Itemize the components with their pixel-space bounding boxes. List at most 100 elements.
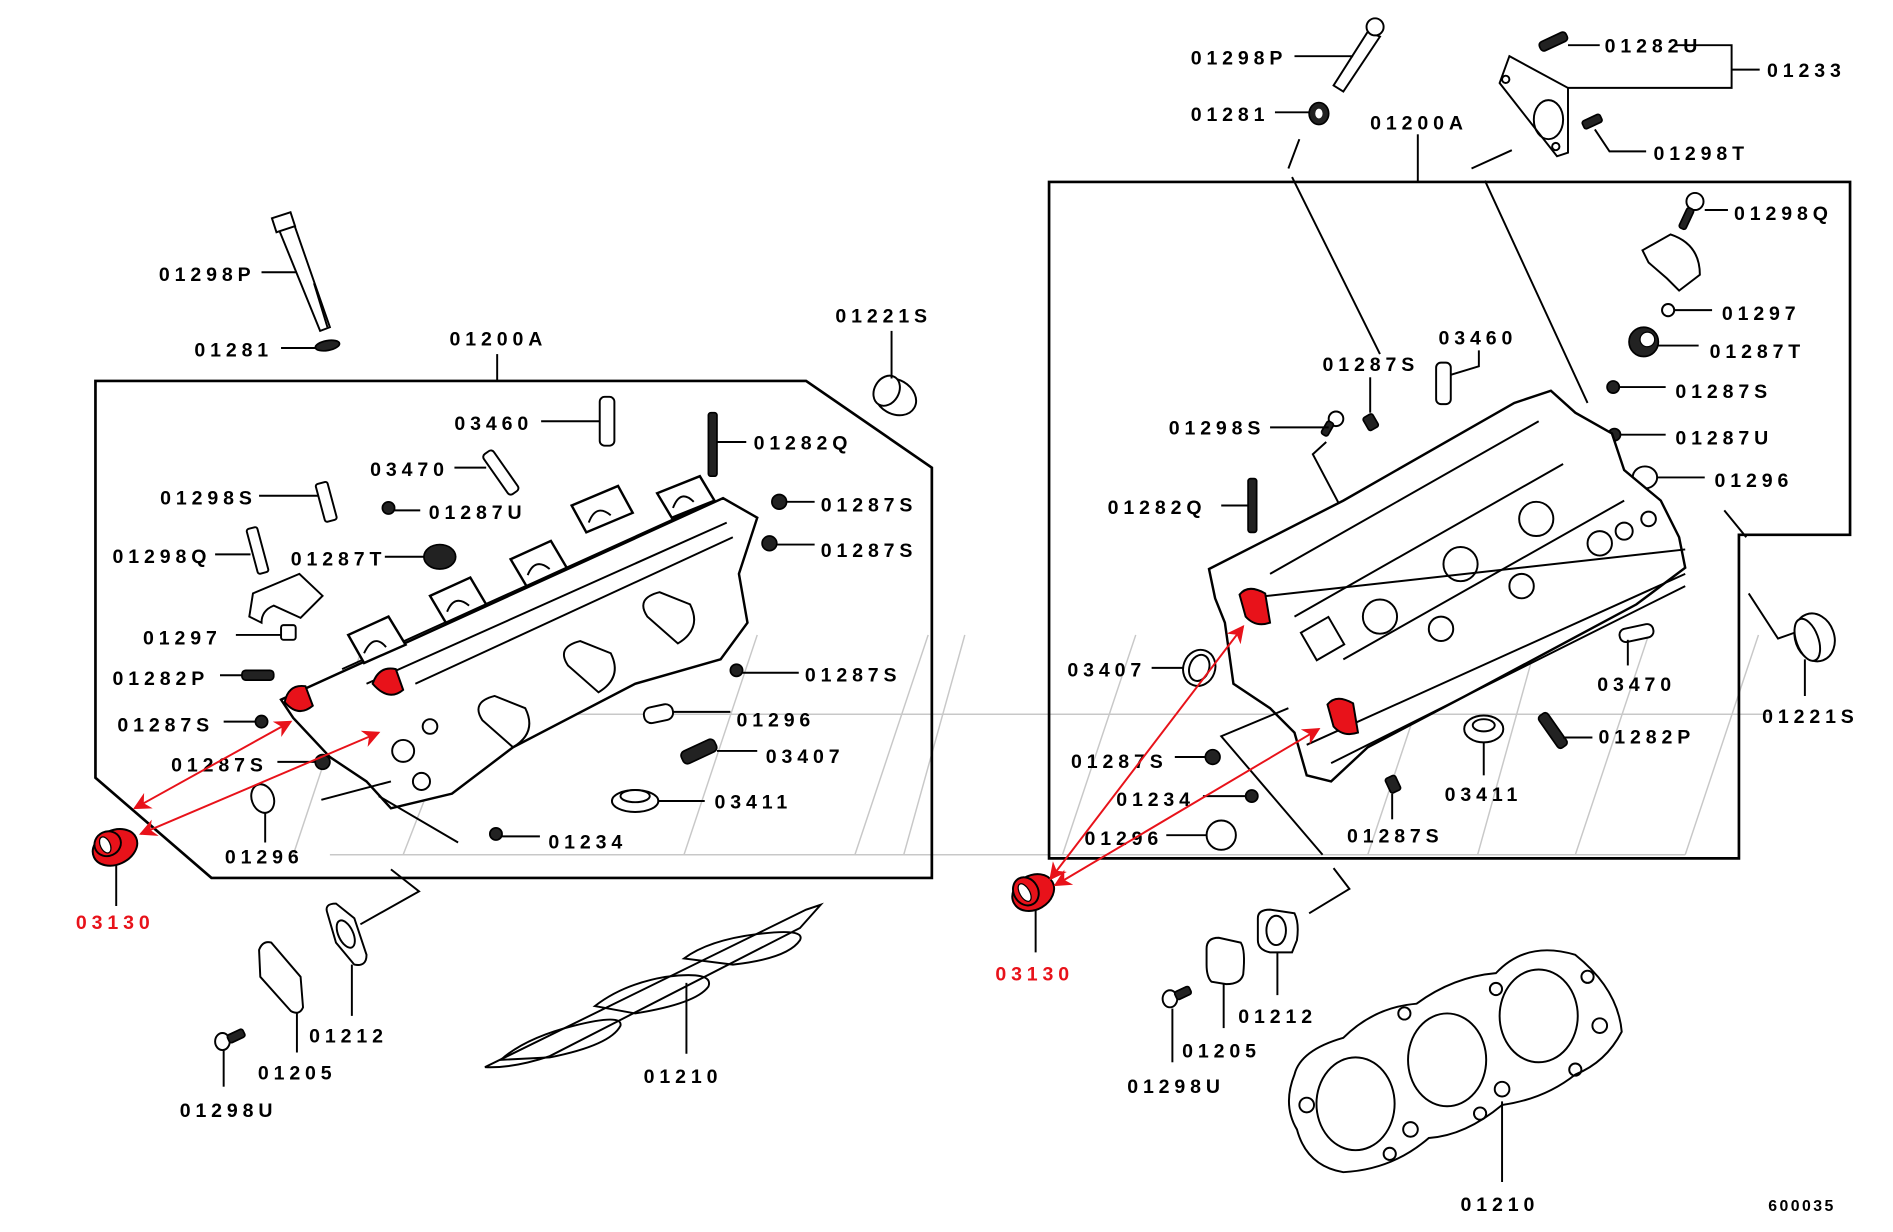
- label-right-01287T[interactable]: 01287T: [1710, 341, 1806, 363]
- bolt-s-icon: [1320, 410, 1345, 437]
- plug-s-icon: [254, 714, 269, 729]
- plug-s-icon: [771, 493, 788, 511]
- label-left-01234[interactable]: 01234: [548, 832, 627, 854]
- plug-t-icon: [423, 543, 457, 570]
- label-right-01287S-1[interactable]: 01287S: [1675, 381, 1772, 403]
- label-left-03407[interactable]: 03407: [766, 746, 845, 768]
- label-right-01298T[interactable]: 01298T: [1653, 143, 1749, 165]
- label-right-01298P[interactable]: 01298P: [1191, 48, 1288, 70]
- label-left-01287T[interactable]: 01287T: [291, 548, 387, 570]
- label-right-01281[interactable]: 01281: [1191, 104, 1270, 126]
- label-left-01298Q[interactable]: 01298Q: [113, 546, 212, 568]
- label-right-03407[interactable]: 03407: [1067, 659, 1146, 681]
- label-right-01296-b[interactable]: 01296: [1084, 828, 1163, 850]
- stem-seal-icon: [610, 789, 660, 813]
- label-left-01210[interactable]: 01210: [644, 1066, 723, 1088]
- plug-u-icon: [381, 500, 396, 515]
- nut-icon: [1244, 789, 1259, 804]
- washer-icon: [314, 339, 341, 352]
- label-left-01281[interactable]: 01281: [194, 340, 273, 362]
- stud-u-icon: [1538, 31, 1569, 52]
- dowel-icon: [280, 624, 297, 641]
- stud-p-icon: [1537, 711, 1568, 750]
- label-right-01298U[interactable]: 01298U: [1127, 1076, 1225, 1098]
- label-right-01287S-3[interactable]: 01287S: [1347, 825, 1444, 847]
- label-left-03470[interactable]: 03470: [370, 459, 449, 481]
- plug-s-icon: [761, 535, 778, 552]
- dowel-icon: [1661, 303, 1676, 318]
- cup-plug-icon: [642, 703, 675, 725]
- cam-seal-seat-1: [283, 684, 314, 712]
- label-left-01205[interactable]: 01205: [258, 1062, 337, 1084]
- left-bank: 01200A 01298P 01281 01221S 03460 03470: [76, 211, 934, 1122]
- bolt-u-icon: [214, 1028, 246, 1052]
- label-left-01200A[interactable]: 01200A: [450, 329, 548, 351]
- label-left-03411[interactable]: 03411: [715, 791, 793, 813]
- label-right-01287U[interactable]: 01287U: [1675, 427, 1773, 449]
- label-right-01287S-2[interactable]: 01287S: [1071, 751, 1168, 773]
- label-right-01282Q[interactable]: 01282Q: [1108, 497, 1207, 519]
- label-right-01221S[interactable]: 01221S: [1762, 706, 1859, 728]
- label-left-01287S-3[interactable]: 01287S: [117, 714, 214, 736]
- label-left-01287S-2[interactable]: 01287S: [821, 540, 918, 562]
- label-left-01287S-1[interactable]: 01287S: [821, 495, 918, 517]
- label-left-01298P[interactable]: 01298P: [159, 264, 256, 286]
- label-right-01282P[interactable]: 01282P: [1599, 727, 1696, 749]
- label-right-03470[interactable]: 03470: [1597, 674, 1676, 696]
- label-right-01298S[interactable]: 01298S: [1169, 418, 1266, 440]
- label-left-01297[interactable]: 01297: [143, 628, 222, 650]
- label-left-01221S[interactable]: 01221S: [835, 305, 932, 327]
- figure-number: 600035: [1768, 1198, 1836, 1215]
- label-left-01282P[interactable]: 01282P: [113, 668, 210, 690]
- cam-seal-seat-1: [1238, 587, 1272, 626]
- label-left-01282Q[interactable]: 01282Q: [754, 432, 853, 454]
- label-left-03460[interactable]: 03460: [454, 413, 533, 435]
- camshaft-oil-seal-icon: [1011, 873, 1056, 912]
- label-right-01297[interactable]: 01297: [1722, 303, 1801, 325]
- label-right-03411[interactable]: 03411: [1445, 784, 1523, 806]
- stud-p-icon: [241, 669, 275, 681]
- right-arrow-2: [1053, 728, 1321, 887]
- label-right-01205[interactable]: 01205: [1182, 1040, 1261, 1062]
- label-right-01234[interactable]: 01234: [1116, 789, 1195, 811]
- label-left-01296-b[interactable]: 01296: [736, 710, 815, 732]
- small-gasket-icon: [325, 902, 368, 966]
- valve-seal-icon: [680, 738, 718, 765]
- stud-q-icon: [1247, 477, 1258, 534]
- label-left-01298S[interactable]: 01298S: [160, 487, 257, 509]
- plug-s-icon: [1384, 774, 1402, 794]
- valve-guide-intake-icon: [1435, 361, 1452, 406]
- label-right-01298Q[interactable]: 01298Q: [1734, 203, 1833, 225]
- bolt-q-icon: [245, 526, 270, 575]
- label-right-03460[interactable]: 03460: [1439, 327, 1518, 349]
- label-left-01287S-4[interactable]: 01287S: [171, 755, 268, 777]
- plug-s-icon: [1204, 748, 1221, 766]
- label-right-01287S-top[interactable]: 01287S: [1323, 354, 1420, 376]
- bolt-t-icon: [1581, 113, 1603, 130]
- label-left-01296-a[interactable]: 01296: [225, 846, 304, 868]
- label-right-01233[interactable]: 01233: [1767, 60, 1846, 82]
- label-right-03130[interactable]: 03130: [995, 963, 1074, 985]
- cam-seal-seat-2: [371, 667, 405, 696]
- label-left-01212[interactable]: 01212: [309, 1026, 388, 1048]
- label-right-01282U[interactable]: 01282U: [1605, 36, 1703, 58]
- head-gasket-plan-icon: [1288, 949, 1623, 1174]
- label-right-01200A[interactable]: 01200A: [1370, 112, 1468, 134]
- bolt-u-icon: [1161, 985, 1193, 1009]
- bolt-long-icon: [1332, 17, 1385, 93]
- plug-s-icon: [1606, 380, 1621, 395]
- cover-plate-icon: [1205, 936, 1245, 986]
- cup-plug-icon: [1205, 819, 1237, 851]
- label-right-01212[interactable]: 01212: [1238, 1006, 1317, 1028]
- label-right-01210[interactable]: 01210: [1461, 1194, 1540, 1216]
- label-left-01287U[interactable]: 01287U: [429, 502, 527, 524]
- valve-guide-intake-icon: [598, 395, 616, 447]
- label-right-01296-a[interactable]: 01296: [1715, 470, 1794, 492]
- cover-plate-icon: [258, 941, 305, 1014]
- label-left-01287S-5[interactable]: 01287S: [805, 664, 902, 686]
- label-left-03130[interactable]: 03130: [76, 912, 155, 934]
- label-left-01298U[interactable]: 01298U: [180, 1100, 278, 1122]
- stud-q-icon: [707, 411, 718, 478]
- seal-ring-icon: [1793, 612, 1836, 663]
